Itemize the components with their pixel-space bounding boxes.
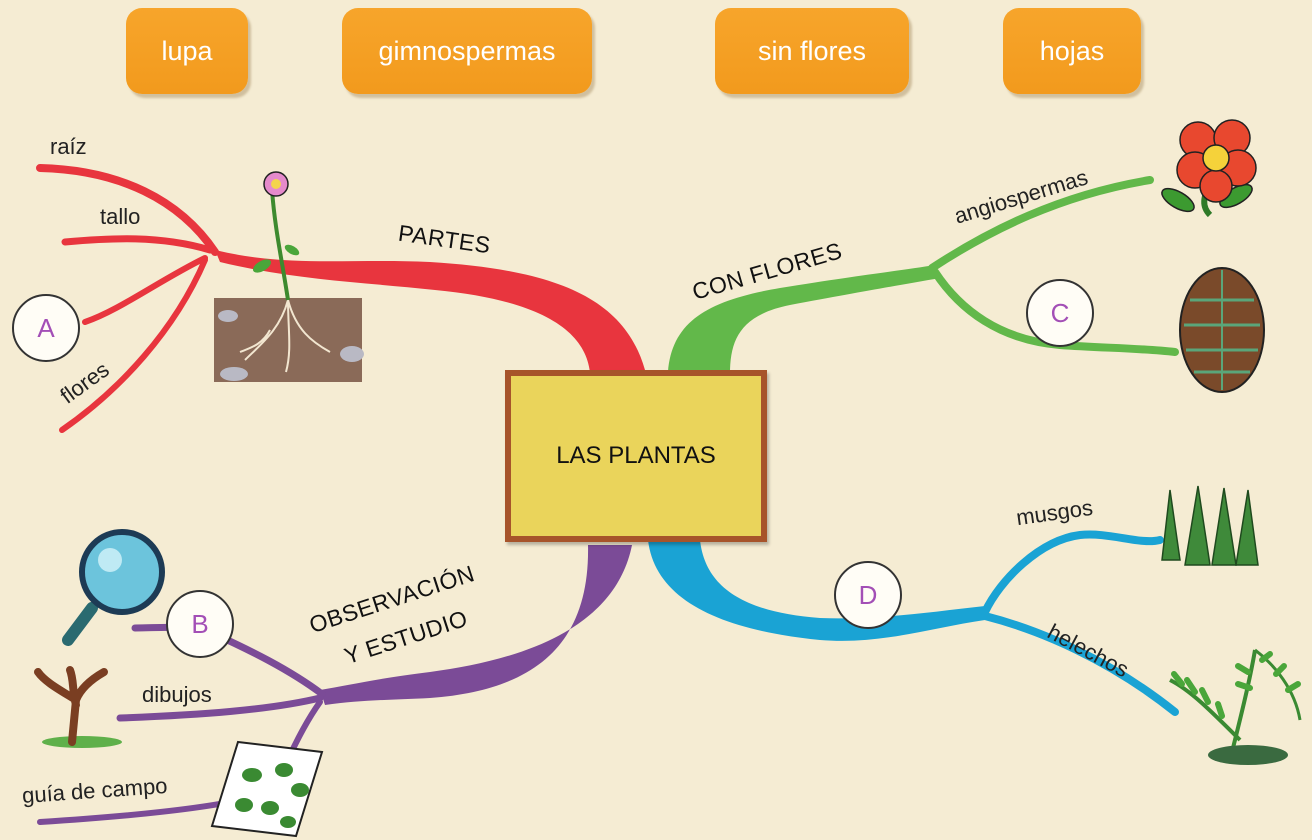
flower-icon	[1161, 119, 1257, 218]
moss-icon	[1161, 485, 1259, 566]
magnifying-glass-icon	[62, 529, 165, 646]
branch-observacion	[320, 545, 632, 705]
blank-c[interactable]: C	[1026, 279, 1094, 347]
label-tallo: tallo	[100, 204, 141, 229]
blank-b[interactable]: B	[166, 590, 234, 658]
pine-cone-icon	[1179, 267, 1265, 393]
branch-partes	[215, 250, 645, 372]
central-topic: LAS PLANTAS	[505, 370, 767, 542]
word-bank-sin-flores[interactable]: sin flores	[715, 8, 909, 94]
field-guide-icon	[210, 740, 324, 838]
fern-icon	[1169, 648, 1302, 765]
branch-con-flores	[668, 265, 940, 374]
word-bank-hojas[interactable]: hojas	[1003, 8, 1141, 94]
word-bank-gimnospermas[interactable]: gimnospermas	[342, 8, 592, 94]
label-dibujos: dibujos	[142, 682, 212, 707]
blank-d[interactable]: D	[834, 561, 902, 629]
word-bank-lupa[interactable]: lupa	[126, 8, 248, 94]
blank-a[interactable]: A	[12, 294, 80, 362]
tree-icon	[34, 666, 122, 748]
branch-sin-flores	[648, 540, 985, 641]
plant-with-roots-icon	[214, 171, 364, 382]
label-raiz: raíz	[50, 134, 87, 159]
